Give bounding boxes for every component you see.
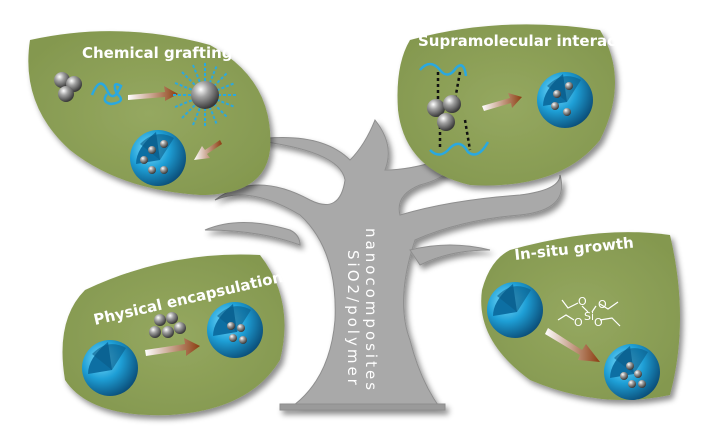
arrow — [145, 338, 200, 356]
tree — [204, 119, 562, 411]
oxygen-label: O — [574, 316, 583, 329]
hollow-sphere-with-particles — [537, 72, 593, 128]
hollow-sphere-with-particles — [604, 344, 660, 400]
leaf-title: Supramolecular interaction — [418, 32, 649, 50]
silica-particles — [149, 312, 186, 338]
leaf-physical-encapsulation: Physical encapsulation — [62, 254, 285, 416]
polymer-chain — [90, 82, 123, 106]
leaf-title: Chemical grafting — [82, 44, 233, 62]
polymer-chain — [419, 62, 468, 77]
leaf-chemical-grafting: Chemical grafting — [28, 31, 271, 195]
oxygen-label: O — [598, 298, 607, 311]
arrow — [194, 140, 222, 160]
trunk-label-line1: SiO2/polymer — [344, 250, 362, 388]
silica-particles — [54, 72, 82, 102]
teos-molecule — [557, 299, 621, 327]
arrow — [482, 93, 522, 111]
interaction-lines — [436, 71, 472, 151]
hollow-sphere-with-particles — [207, 302, 263, 358]
leaf-in-situ-growth: In-situ growth O O Si O O — [481, 232, 680, 400]
arrow — [545, 328, 600, 362]
grafted-particle — [173, 63, 237, 127]
polymer-chain — [429, 141, 490, 156]
trunk-label-line2: nanocomposites — [362, 228, 380, 393]
leaf-supramolecular-interaction: Supramolecular interaction — [397, 24, 649, 186]
oxygen-label: O — [578, 295, 587, 308]
silicon-label: Si — [584, 310, 594, 323]
oxygen-label: O — [594, 316, 603, 329]
hollow-sphere — [487, 282, 543, 338]
arrow — [128, 86, 178, 101]
hollow-sphere — [82, 340, 138, 396]
hollow-sphere-with-particles — [130, 130, 186, 186]
